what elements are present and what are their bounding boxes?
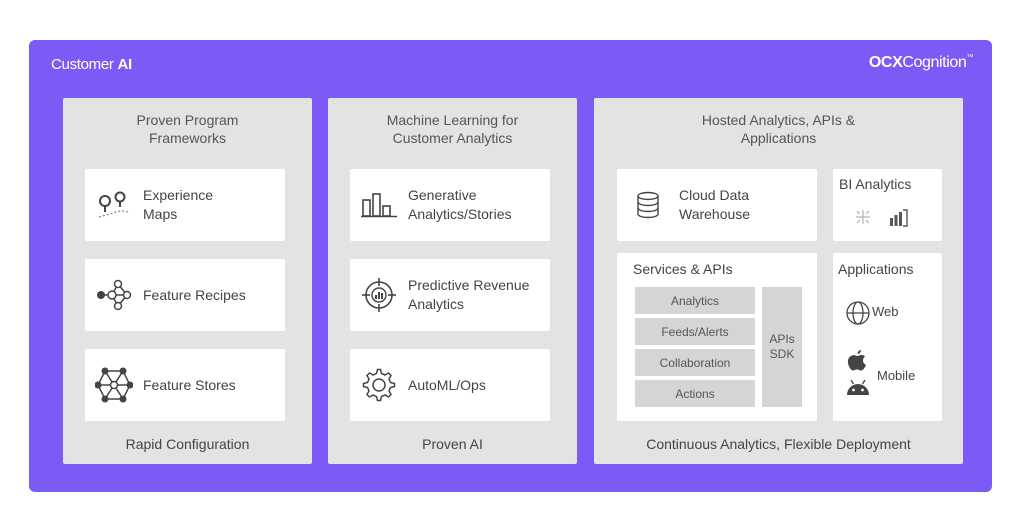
- card-automl-ops[interactable]: AutoML/Ops: [350, 349, 550, 421]
- card-predictive-revenue[interactable]: Predictive Revenue Analytics: [350, 259, 550, 331]
- panel-title: Proven Program Frameworks: [136, 112, 239, 146]
- panel-machine-learning: Machine Learning for Customer Analytics …: [328, 98, 577, 464]
- app-mobile-label[interactable]: Mobile: [877, 368, 916, 383]
- card-label: Generative Analytics/Stories: [408, 187, 512, 222]
- powerbi-icon: [888, 206, 910, 233]
- tableau-icon: [853, 207, 873, 232]
- card-applications: Applications Web: [833, 253, 942, 421]
- card-feature-recipes[interactable]: Feature Recipes: [85, 259, 285, 331]
- card-services-apis: Services & APIs Analytics Feeds/Alerts C…: [617, 253, 817, 421]
- card-label: AutoML/Ops: [408, 376, 486, 393]
- card-cloud-data-warehouse[interactable]: Cloud Data Warehouse: [617, 169, 817, 241]
- panel-footer: Rapid Configuration: [125, 436, 250, 452]
- applications-title: Applications: [838, 261, 914, 277]
- chip-actions[interactable]: Actions: [635, 380, 755, 407]
- chip-feeds-alerts[interactable]: Feeds/Alerts: [635, 318, 755, 345]
- bi-analytics-title: BI Analytics: [839, 176, 912, 192]
- card-label: Feature Recipes: [143, 286, 246, 303]
- panel-hosted-analytics: Hosted Analytics, APIs & Applications Cl…: [594, 98, 963, 464]
- graph-store-icon: [85, 367, 143, 403]
- panel-footer: Proven AI: [422, 436, 483, 452]
- card-label: Experience Maps: [143, 187, 214, 222]
- chip-apis-sdk[interactable]: APIs SDK: [762, 287, 802, 407]
- customer-ai-brand: Customer AI: [51, 56, 132, 73]
- card-feature-stores[interactable]: Feature Stores: [85, 349, 285, 421]
- apple-icon: [846, 348, 868, 377]
- panel-program-frameworks: Proven Program Frameworks Experience Map…: [63, 98, 312, 464]
- gear-icon: [350, 368, 408, 402]
- android-icon: [845, 379, 871, 402]
- chip-analytics[interactable]: Analytics: [635, 287, 755, 314]
- globe-icon: [845, 300, 871, 331]
- database-icon: [617, 191, 679, 219]
- ocx-cognition-logo: OCXCognition™: [868, 54, 973, 71]
- card-experience-maps[interactable]: Experience Maps: [85, 169, 285, 241]
- card-bi-analytics[interactable]: BI Analytics: [833, 169, 942, 241]
- map-pins-icon: [85, 190, 143, 220]
- services-title: Services & APIs: [633, 261, 733, 277]
- target-icon: [350, 277, 408, 313]
- card-label: Cloud Data Warehouse: [679, 187, 751, 222]
- card-generative-analytics[interactable]: Generative Analytics/Stories: [350, 169, 550, 241]
- card-label: Feature Stores: [143, 376, 236, 393]
- app-web[interactable]: Web: [845, 300, 899, 331]
- chip-collaboration[interactable]: Collaboration: [635, 349, 755, 376]
- bar-chart-icon: [350, 192, 408, 218]
- app-web-label: Web: [872, 303, 899, 319]
- network-icon: [85, 278, 143, 312]
- panel-title: Hosted Analytics, APIs & Applications: [701, 112, 856, 146]
- panel-footer: Continuous Analytics, Flexible Deploymen…: [646, 436, 911, 452]
- card-label: Predictive Revenue Analytics: [408, 277, 530, 312]
- panel-title: Machine Learning for Customer Analytics: [386, 112, 519, 146]
